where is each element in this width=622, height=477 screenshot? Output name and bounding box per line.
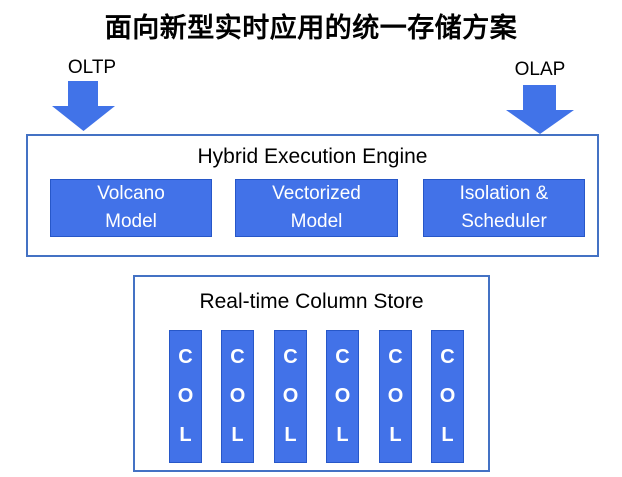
module-label-line: Vectorized [272, 183, 361, 204]
olap-label: OLAP [514, 59, 566, 80]
column-letter: C [230, 346, 245, 368]
store-box-title: Real-time Column Store [199, 290, 424, 313]
column-letter: O [177, 385, 194, 407]
column-letter: C [440, 346, 455, 368]
column-letter: L [441, 424, 454, 446]
column-letter: O [334, 385, 351, 407]
column-store-column: C O L [326, 330, 359, 463]
module-vectorized-model: Vectorized Model [235, 179, 398, 237]
column-letter: C [388, 346, 403, 368]
column-letter: L [284, 424, 297, 446]
column-letter: C [335, 346, 350, 368]
column-letter: C [178, 346, 193, 368]
module-label-line: Isolation & [459, 183, 549, 204]
column-letter: L [336, 424, 349, 446]
column-letter: C [283, 346, 298, 368]
column-store-column: C O L [221, 330, 254, 463]
column-letter: O [439, 385, 456, 407]
oltp-label: OLTP [67, 57, 117, 78]
olap-down-arrow-icon [506, 85, 574, 134]
module-label-line: Model [105, 211, 157, 232]
module-label-line: Scheduler [461, 211, 547, 232]
page-title: 面向新型实时应用的统一存储方案 [104, 13, 518, 43]
column-letter: O [387, 385, 404, 407]
column-letter: L [231, 424, 244, 446]
column-letter: O [229, 385, 246, 407]
real-time-column-store-box: Real-time Column Store C O L C O L C O L… [133, 275, 490, 472]
module-isolation-scheduler: Isolation & Scheduler [423, 179, 585, 237]
column-store-column: C O L [169, 330, 202, 463]
module-volcano-model: Volcano Model [50, 179, 212, 237]
column-letter: L [389, 424, 402, 446]
column-store-column: C O L [431, 330, 464, 463]
column-letter: O [282, 385, 299, 407]
engine-box-title: Hybrid Execution Engine [197, 145, 428, 168]
module-label-line: Volcano [97, 183, 165, 204]
column-letter: L [179, 424, 192, 446]
column-store-column: C O L [379, 330, 412, 463]
column-store-column: C O L [274, 330, 307, 463]
oltp-down-arrow-icon [52, 81, 115, 131]
module-label-line: Model [290, 211, 343, 232]
hybrid-execution-engine-box: Hybrid Execution Engine Volcano Model Ve… [26, 134, 599, 257]
